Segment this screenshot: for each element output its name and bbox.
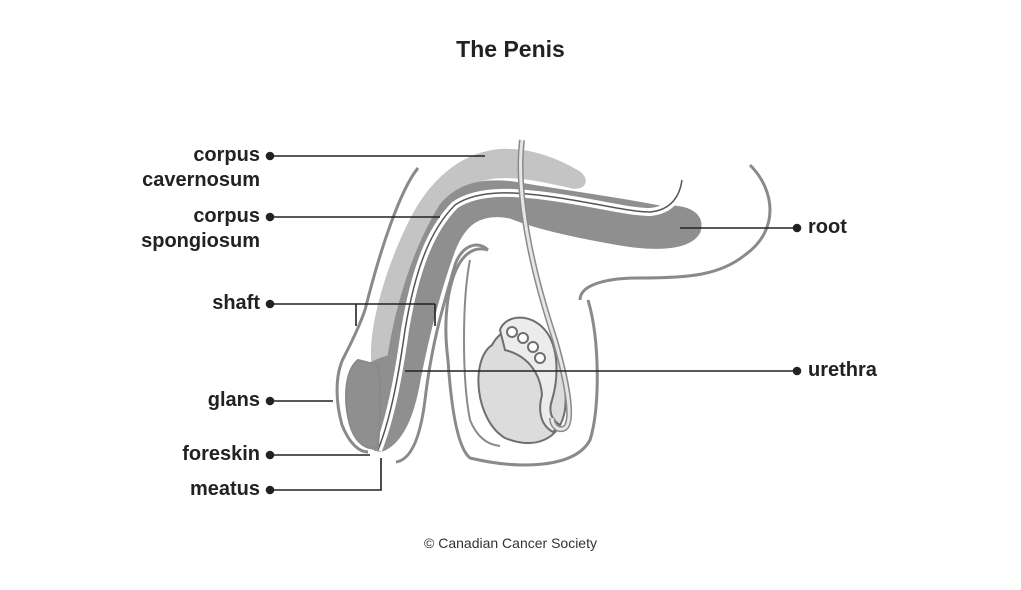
label-glans: glans bbox=[207, 389, 260, 411]
label-meatus: meatus bbox=[189, 478, 260, 500]
glans bbox=[345, 358, 382, 450]
outer-skin-outline bbox=[335, 167, 420, 454]
label-foreskin: foreskin bbox=[182, 443, 260, 465]
lower-skin-outline bbox=[395, 243, 490, 464]
epididymis bbox=[498, 316, 562, 434]
label-root: root bbox=[808, 216, 847, 238]
pubic-skin-outline bbox=[578, 163, 772, 301]
vas-deferens-core bbox=[519, 139, 571, 431]
leader-lines bbox=[265, 151, 802, 495]
label-urethra: urethra bbox=[808, 359, 877, 381]
leader-meatus bbox=[270, 458, 382, 491]
scrotum-inner-fold bbox=[463, 259, 501, 447]
label-shaft: shaft bbox=[212, 292, 260, 314]
urethra-channel-edge bbox=[377, 179, 683, 451]
label-corpus-cavernosum: corpus cavernosum bbox=[142, 144, 260, 191]
scrotum-outline bbox=[444, 247, 599, 467]
diagram-title: The Penis bbox=[456, 36, 565, 62]
label-corpus-spongiosum: corpus spongiosum bbox=[141, 205, 260, 252]
copyright-notice: © Canadian Cancer Society bbox=[424, 535, 597, 551]
corpus-spongiosum bbox=[352, 180, 702, 452]
